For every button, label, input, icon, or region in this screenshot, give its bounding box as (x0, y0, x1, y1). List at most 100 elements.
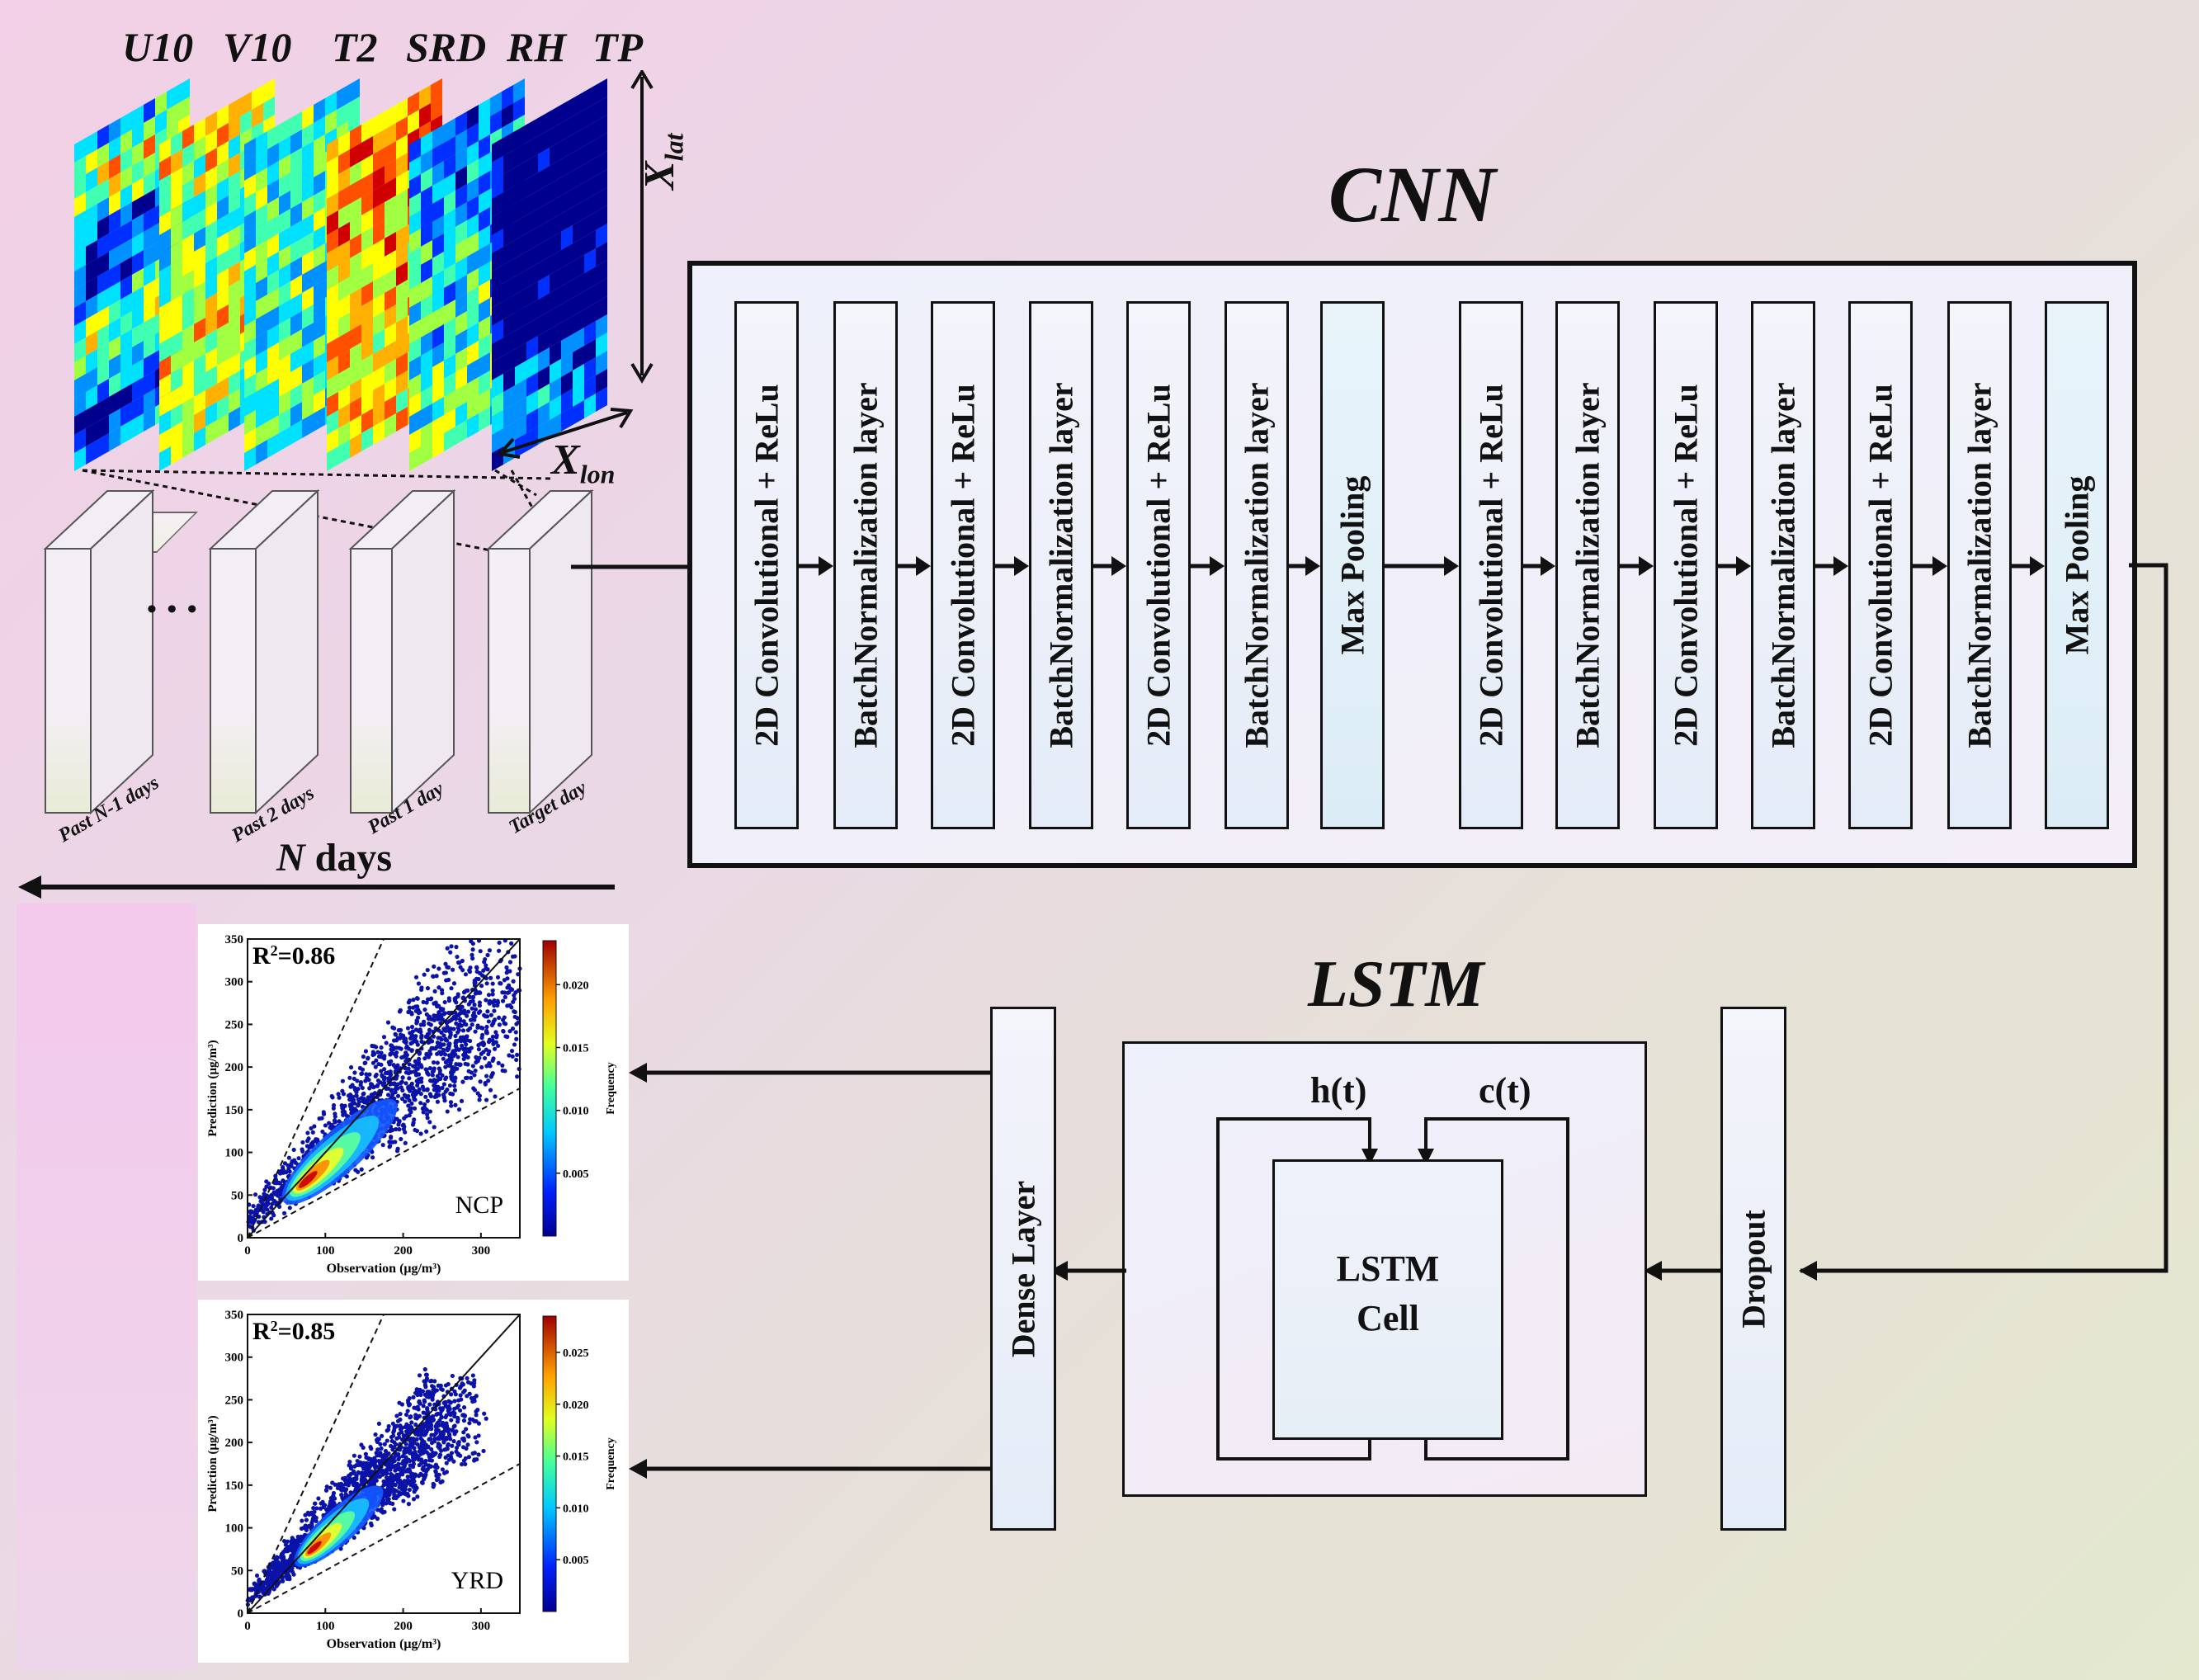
y-axis-label: Prediction (μg/m³) (206, 1040, 219, 1136)
var-label-tp: TP (592, 24, 644, 70)
lstm-to-dense-arrow (1050, 1261, 1126, 1281)
colorbar-tick-label: 0.010 (563, 1106, 589, 1118)
y-tick-label: 150 (225, 1479, 244, 1493)
n-days-arrow (18, 875, 615, 899)
upper-dashed-line (247, 938, 385, 1239)
cnn-layer-1: 2D Convolutional + ReLu (734, 301, 799, 829)
y-tick-label: 0 (238, 1232, 244, 1245)
lstm-cell (1272, 1159, 1503, 1440)
y-tick-label: 350 (225, 1309, 244, 1322)
days-ellipsis: • • • (147, 594, 199, 625)
y-tick-label: 300 (225, 976, 244, 989)
y-tick-label: 50 (231, 1564, 243, 1578)
lower-dashed-line (247, 1088, 521, 1239)
x-axis-label: Observation (μg/m³) (327, 1637, 441, 1651)
colorbar-tick-label: 0.015 (563, 1042, 589, 1055)
cnn-layer-12: 2D Convolutional + ReLu (1848, 301, 1913, 829)
density-cloud (245, 1366, 488, 1607)
colorbar-tick-label: 0.015 (563, 1451, 589, 1464)
var-label-srd: SRD (406, 24, 487, 70)
cnn-layer-5: 2D Convolutional + ReLu (1126, 301, 1191, 829)
colorbar-tick-label: 0.005 (563, 1555, 589, 1567)
cnn-layer-14: Max Pooling (2045, 301, 2109, 829)
var-label-u10: U10 (122, 24, 194, 70)
colorbar (542, 940, 557, 1237)
colorbar-tick-label: 0.025 (563, 1347, 589, 1360)
density-cloud (246, 938, 522, 1233)
colorbar-label: Frequency (605, 1437, 617, 1490)
cnn-layer-11: BatchNormalization layer (1751, 301, 1815, 829)
one-to-one-line (247, 1314, 521, 1614)
x-tick-label: 0 (244, 1620, 251, 1633)
lstm-cell-label-2: Cell (1357, 1298, 1419, 1338)
dense-to-output-arrows (629, 1063, 990, 1479)
cnn-layer-7: Max Pooling (1320, 301, 1385, 829)
cnn-layer-9: BatchNormalization layer (1555, 301, 1620, 829)
dropout-layer: Dropout (1720, 1007, 1786, 1531)
cnn-layer-13: BatchNormalization layer (1947, 301, 2012, 829)
x-tick-label: 100 (316, 1620, 335, 1633)
left-strip (17, 904, 196, 1671)
dense-layer: Dense Layer (990, 1007, 1056, 1531)
colorbar-tick-label: 0.020 (563, 979, 589, 992)
region-label: YRD (451, 1567, 503, 1594)
x-tick-label: 300 (472, 1620, 491, 1633)
upper-dashed-line (247, 1314, 385, 1614)
cnn-layer-6: BatchNormalization layer (1225, 301, 1289, 829)
cnn-arrows (799, 556, 2045, 576)
lstm-recurrent-loops (1216, 1117, 1569, 1461)
cnn-layer-4: BatchNormalization layer (1029, 301, 1093, 829)
x-tick-label: 200 (394, 1244, 413, 1258)
cnn-title: CNN (1328, 150, 1496, 238)
lon-axis-arrow (497, 408, 634, 459)
x-tick-label: 300 (472, 1244, 491, 1258)
lat-axis-arrow (630, 70, 654, 384)
colorbar-tick-label: 0.005 (563, 1168, 589, 1181)
var-label-t2: T2 (332, 24, 378, 70)
y-tick-label: 200 (225, 1437, 244, 1450)
y-tick-label: 200 (225, 1061, 244, 1074)
x-axis-label: Observation (μg/m³) (327, 1262, 441, 1276)
dropout-to-lstm-arrow (1644, 1261, 1720, 1281)
x-tick-label: 200 (394, 1620, 413, 1633)
cnn-layer-3: 2D Convolutional + ReLu (931, 301, 995, 829)
colorbar-label: Frequency (605, 1062, 617, 1115)
y-tick-label: 250 (225, 1018, 244, 1031)
colorbar (542, 1315, 557, 1612)
y-tick-label: 300 (225, 1352, 244, 1365)
y-tick-label: 0 (238, 1607, 244, 1621)
y-tick-label: 50 (231, 1189, 243, 1202)
h-t-label: h(t) (1310, 1070, 1367, 1111)
x-tick-label: 0 (244, 1244, 251, 1258)
lon-axis-label: Xlon (551, 437, 616, 489)
day-slabs-3d (43, 488, 594, 815)
one-to-one-line (247, 938, 521, 1239)
r2-label: R2=0.86 (252, 942, 335, 970)
r2-label: R2=0.85 (252, 1318, 335, 1345)
region-label: NCP (455, 1192, 503, 1219)
colorbar-tick-label: 0.010 (563, 1503, 589, 1515)
y-tick-label: 100 (225, 1522, 244, 1536)
y-tick-label: 250 (225, 1394, 244, 1407)
input-heatmap-stack (74, 78, 607, 471)
var-label-rh: RH (507, 24, 567, 70)
y-tick-label: 350 (225, 933, 244, 946)
n-days-label: N days (276, 836, 393, 880)
cnn-to-dropout-arrow (1799, 563, 2168, 1281)
y-axis-label: Prediction (μg/m³) (206, 1415, 219, 1512)
colorbar-tick-label: 0.020 (563, 1399, 589, 1412)
cnn-layer-8: 2D Convolutional + ReLu (1459, 301, 1523, 829)
cnn-layer-2: BatchNormalization layer (833, 301, 898, 829)
y-tick-label: 100 (225, 1147, 244, 1160)
heatmap-tp (492, 78, 607, 471)
y-tick-label: 150 (225, 1104, 244, 1117)
x-tick-label: 100 (316, 1244, 335, 1258)
var-label-v10: V10 (223, 24, 292, 70)
lstm-cell-label-1: LSTM (1336, 1248, 1440, 1289)
lower-dashed-line (247, 1463, 521, 1614)
lstm-title: LSTM (1308, 948, 1484, 1021)
c-t-label: c(t) (1479, 1070, 1531, 1111)
cnn-layer-10: 2D Convolutional + ReLu (1654, 301, 1718, 829)
